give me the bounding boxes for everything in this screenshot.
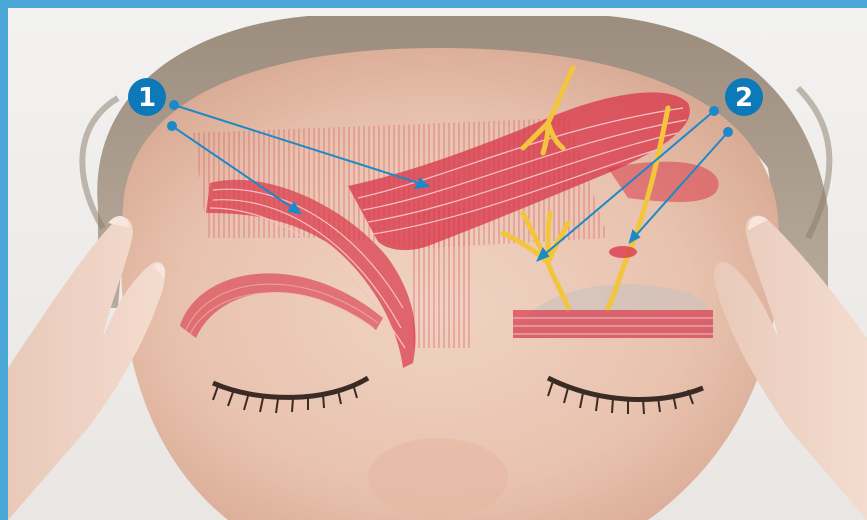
- callout-badge-2: 2: [725, 78, 763, 116]
- anatomy-photo: 1 2: [8, 8, 867, 520]
- callout-badge-2-label: 2: [735, 83, 753, 113]
- callout-badge-1: 1: [128, 78, 166, 116]
- callout-badge-1-label: 1: [138, 83, 156, 113]
- supraorbital-foramen: [609, 246, 637, 258]
